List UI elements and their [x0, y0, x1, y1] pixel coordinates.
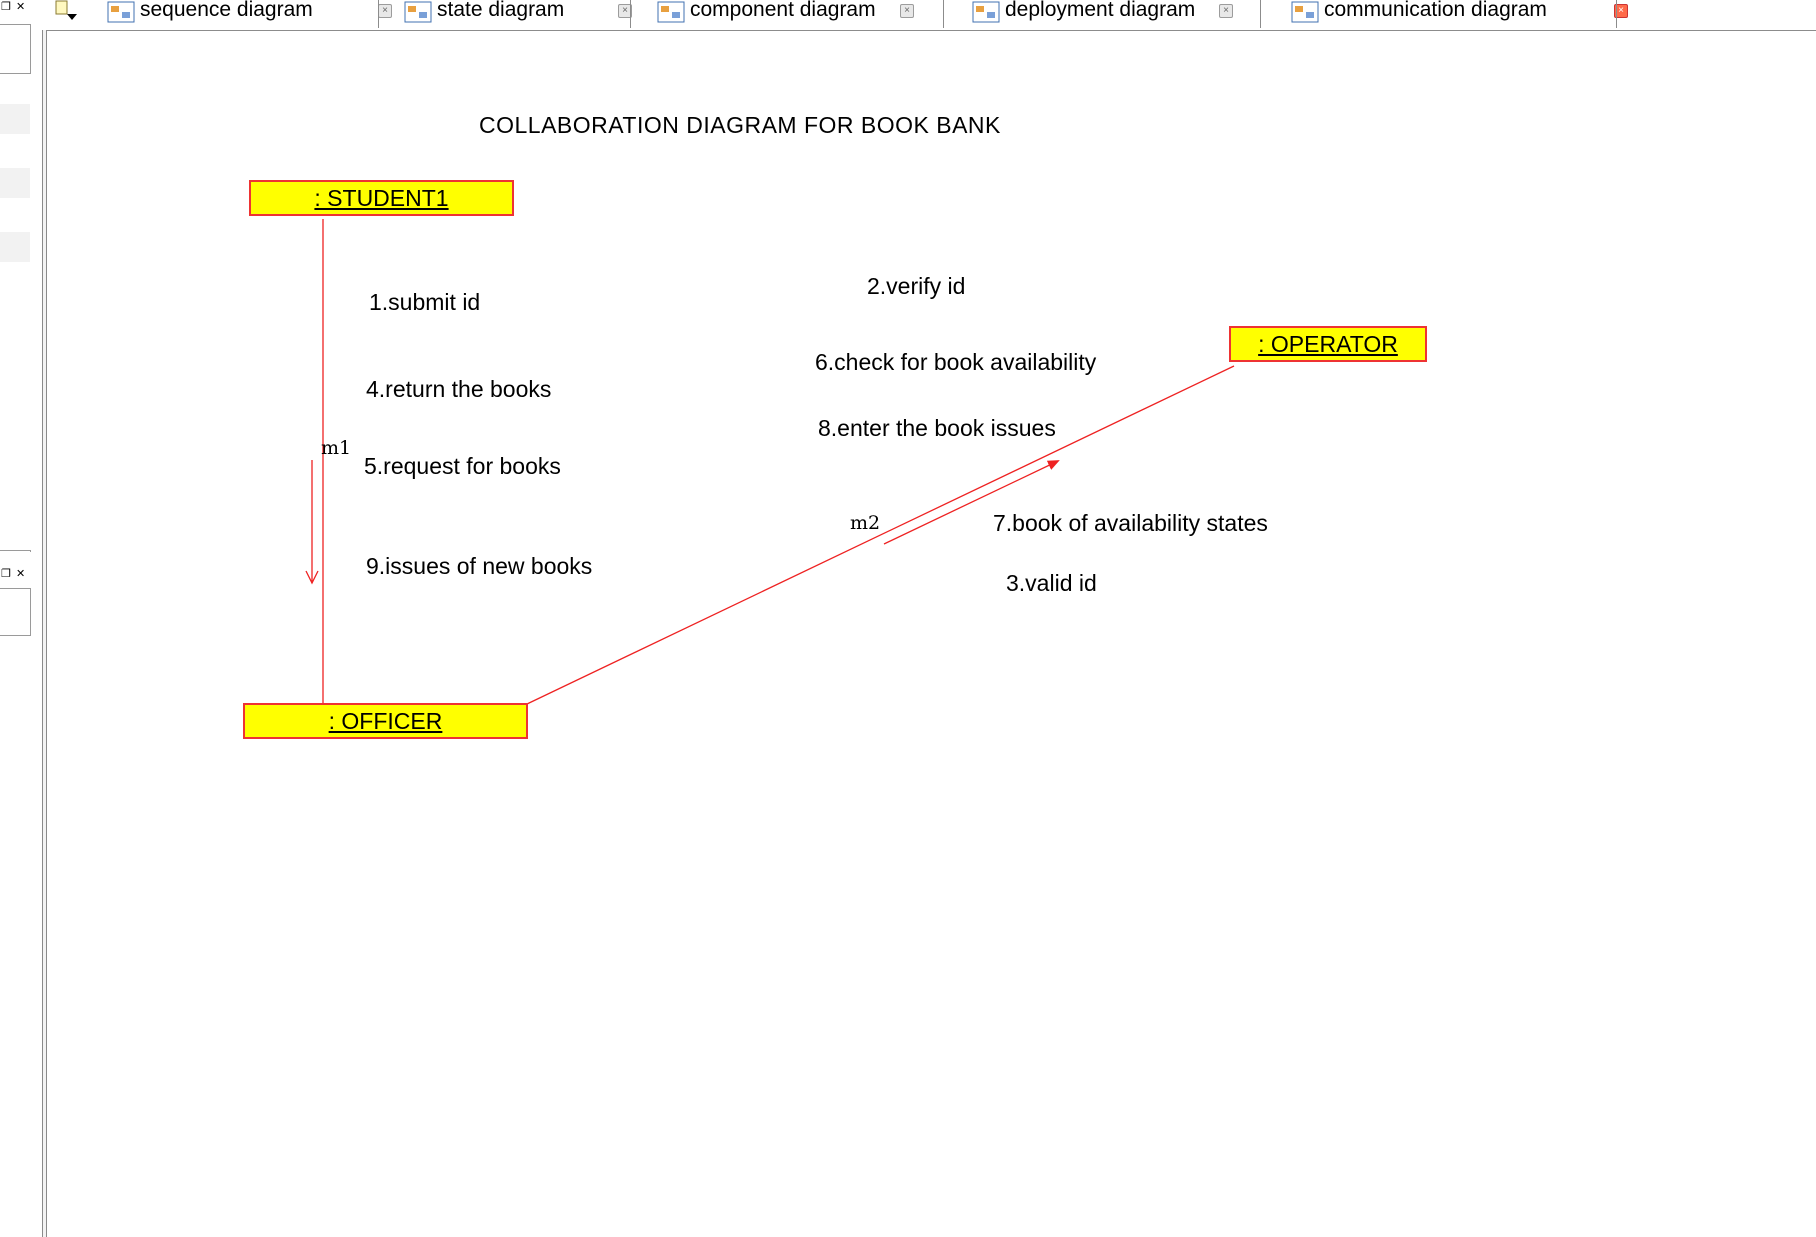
- tab-separator: [630, 0, 631, 28]
- tab-deployment-diagram[interactable]: deployment diagram ×: [971, 0, 1271, 28]
- message-arrow-m2[interactable]: [883, 460, 1060, 545]
- tab-close-icon[interactable]: ×: [1219, 4, 1233, 18]
- diagram-icon: [657, 1, 685, 23]
- splitter-bar[interactable]: [42, 30, 47, 1237]
- tab-separator: [1616, 0, 1617, 28]
- object-operator[interactable]: : OPERATOR: [1229, 326, 1427, 362]
- tab-component-diagram[interactable]: component diagram ×: [656, 0, 946, 28]
- tab-label: deployment diagram: [1005, 0, 1196, 21]
- dock-divider: [0, 550, 31, 552]
- diagram-icon: [972, 1, 1000, 23]
- tab-separator: [943, 0, 944, 28]
- tab-close-icon[interactable]: ×: [1614, 4, 1628, 18]
- tab-label: state diagram: [437, 0, 565, 21]
- close-icon[interactable]: ✕: [16, 1, 26, 13]
- tab-communication-diagram[interactable]: communication diagram ×: [1290, 0, 1660, 28]
- tab-sequence-diagram[interactable]: sequence diagram ×: [106, 0, 396, 28]
- tab-close-icon[interactable]: ×: [618, 4, 632, 18]
- diagram-canvas[interactable]: [47, 31, 1816, 1237]
- tab-separator: [378, 0, 379, 28]
- message-label[interactable]: 8.enter the book issues: [818, 415, 1056, 441]
- link-name-m2: m2: [850, 512, 881, 534]
- tab-label: communication diagram: [1324, 0, 1547, 21]
- document-dropdown-icon: [55, 0, 77, 20]
- diagram-title: COLLABORATION DIAGRAM FOR BOOK BANK: [479, 112, 1001, 138]
- object-student[interactable]: : STUDENT1: [249, 180, 514, 216]
- tab-state-diagram[interactable]: state diagram ×: [403, 0, 643, 28]
- message-arrowhead-m1: [305, 570, 319, 585]
- close-icon[interactable]: ✕: [16, 568, 26, 580]
- dock-row: [0, 232, 30, 262]
- left-dock-panel: ❐ ✕ ❐ ✕: [0, 0, 31, 1237]
- object-officer[interactable]: : OFFICER: [243, 703, 528, 739]
- tab-label: sequence diagram: [140, 0, 313, 21]
- dock-panel-content: [0, 24, 31, 74]
- restore-icon[interactable]: ❐: [1, 568, 11, 580]
- dock-panel-header-2: ❐ ✕: [0, 567, 30, 581]
- message-label[interactable]: 6.check for book availability: [815, 349, 1097, 375]
- link-officer-operator[interactable]: [526, 365, 1235, 705]
- tab-separator: [1260, 0, 1261, 28]
- message-label[interactable]: 2.verify id: [867, 273, 966, 299]
- message-label[interactable]: 9.issues of new books: [366, 553, 593, 579]
- object-label: : OPERATOR: [1258, 331, 1398, 357]
- dock-panel-header: ❐ ✕: [0, 0, 30, 14]
- diagram-icon: [107, 1, 135, 23]
- diagram-icon: [404, 1, 432, 23]
- object-label: : OFFICER: [328, 708, 443, 734]
- message-label[interactable]: 1.submit id: [369, 289, 481, 315]
- link-name-m1: m1: [321, 437, 352, 459]
- restore-icon[interactable]: ❐: [1, 1, 11, 13]
- dock-row: [0, 104, 30, 134]
- message-label[interactable]: 4.return the books: [366, 376, 552, 402]
- tab-close-icon[interactable]: ×: [900, 4, 914, 18]
- tab-list-menu-button[interactable]: [50, 0, 80, 24]
- object-label: : STUDENT1: [314, 185, 449, 211]
- message-label[interactable]: 7.book of availability states: [993, 510, 1268, 536]
- message-label[interactable]: 5.request for books: [364, 453, 561, 479]
- message-label[interactable]: 3.valid id: [1006, 570, 1097, 596]
- diagram-icon: [1291, 1, 1319, 23]
- dock-row: [0, 168, 30, 198]
- editor-tab-bar: sequence diagram × state diagram × compo…: [46, 0, 1816, 31]
- dock-panel-content-2: [0, 588, 31, 636]
- tab-label: component diagram: [690, 0, 876, 21]
